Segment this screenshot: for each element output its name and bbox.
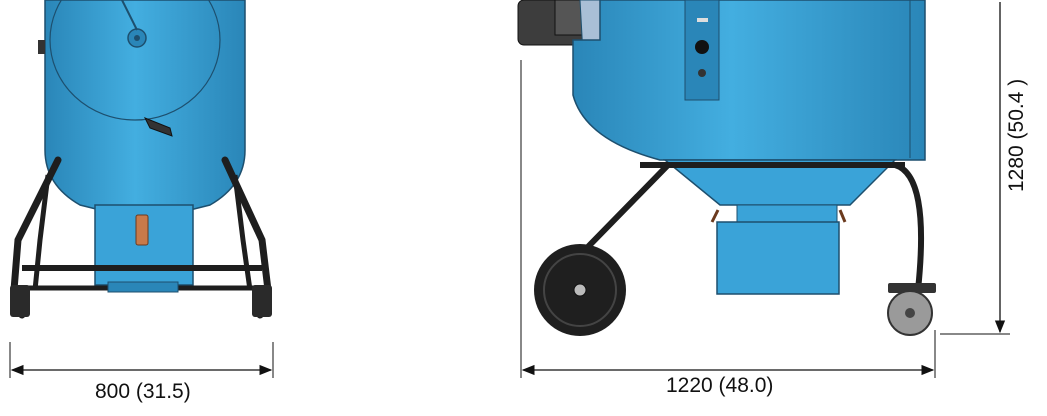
side-hopper: [662, 159, 897, 206]
side-length-label: 1220 (48.0): [666, 374, 774, 397]
height-label: 1280 (50.4 ): [1005, 78, 1028, 192]
front-latch: [135, 214, 149, 246]
side-caster-wheel: [887, 283, 936, 336]
front-wheel-right: [252, 285, 272, 317]
side-view: [517, 0, 1010, 378]
side-power-switch: [695, 40, 709, 54]
front-width-label: 800 (31.5): [95, 380, 191, 403]
front-view: [9, 0, 274, 378]
front-wheel-left: [10, 285, 30, 317]
side-frame: [577, 162, 925, 293]
side-large-wheel: [534, 244, 626, 336]
front-drum-body: [44, 0, 246, 211]
side-main-body: [572, 0, 926, 161]
front-handle-lever: [143, 117, 173, 137]
front-lid-circle: [49, 0, 221, 121]
